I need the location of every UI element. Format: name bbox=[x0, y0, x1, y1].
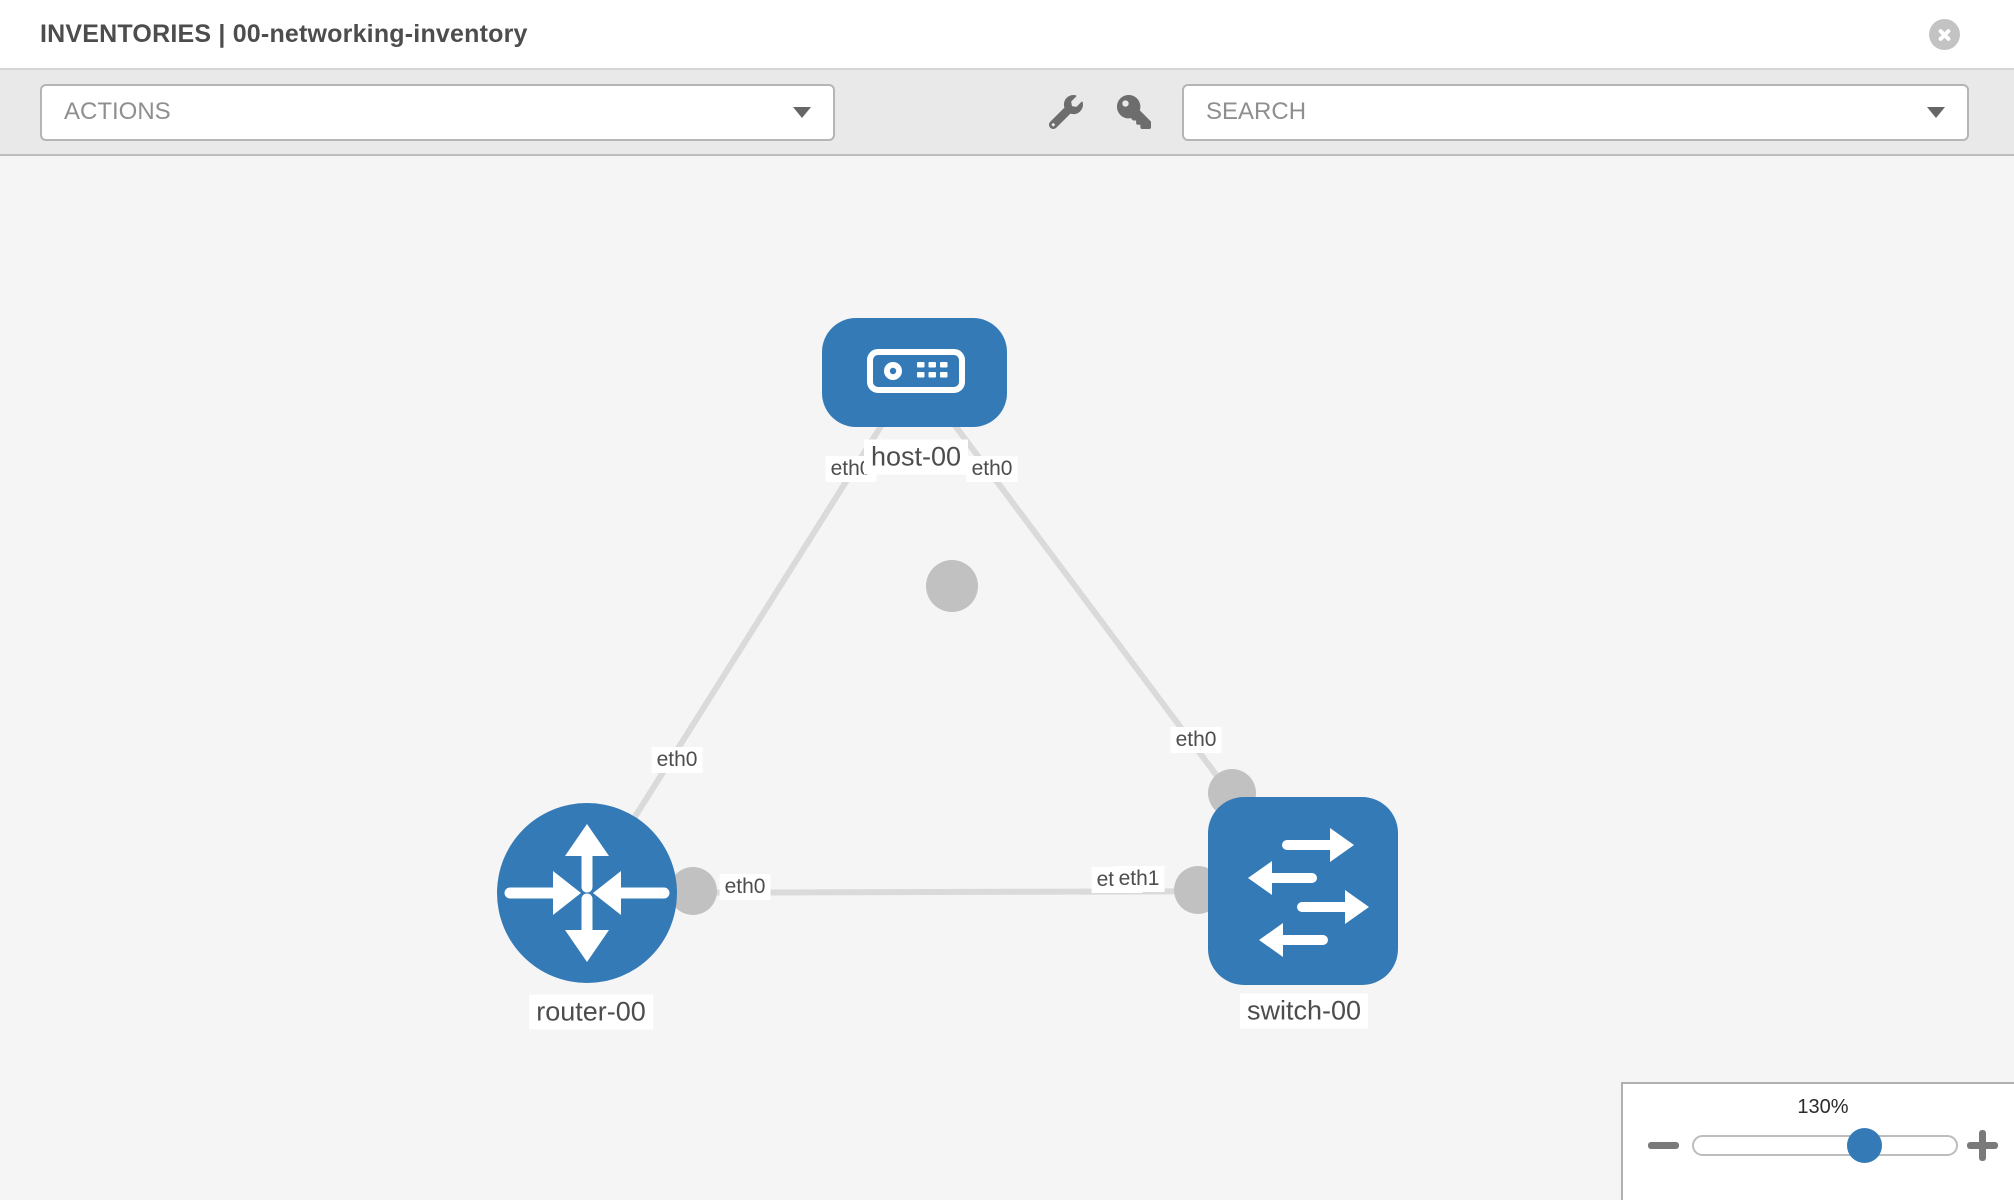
node-label-router: router-00 bbox=[529, 994, 653, 1030]
topology-canvas[interactable]: eth0 eth0 eth0 eth0 eth0 eth1 eth1 host-… bbox=[0, 156, 2014, 1200]
interface-label: eth1 bbox=[1113, 866, 1165, 892]
actions-dropdown-label: ACTIONS bbox=[64, 98, 171, 125]
host-icon bbox=[867, 349, 965, 393]
actions-dropdown[interactable]: ACTIONS bbox=[40, 83, 835, 141]
inventory-header: INVENTORIES | 00-networking-inventory bbox=[0, 0, 2014, 70]
page-title: INVENTORIES | 00-networking-inventory bbox=[40, 19, 528, 48]
switch-icon bbox=[1248, 828, 1369, 957]
close-icon[interactable] bbox=[1929, 18, 1960, 50]
zoom-out-minus-icon[interactable] bbox=[1648, 1142, 1679, 1149]
key-icon bbox=[1117, 95, 1151, 129]
zoom-slider-track[interactable] bbox=[1692, 1135, 1958, 1156]
interface-points bbox=[669, 560, 1256, 915]
node-switch-00[interactable] bbox=[1208, 797, 1398, 985]
zoom-slider-knob[interactable] bbox=[1847, 1128, 1882, 1163]
interface-label: eth0 bbox=[966, 456, 1018, 482]
router-icon bbox=[504, 824, 670, 962]
node-host-00[interactable] bbox=[822, 318, 1007, 427]
credentials-button[interactable] bbox=[1112, 90, 1156, 134]
zoom-in-plus-icon[interactable] bbox=[1967, 1130, 1998, 1161]
interface-circle-host-bottom[interactable] bbox=[926, 560, 978, 612]
chevron-down-icon bbox=[1927, 106, 1945, 118]
interface-label: eth0 bbox=[1170, 727, 1222, 753]
zoom-panel: 130% bbox=[1621, 1082, 2014, 1200]
chevron-down-icon bbox=[793, 106, 811, 118]
wrench-icon bbox=[1049, 95, 1083, 129]
topology-toolbar: ACTIONS SEARCH bbox=[0, 70, 2014, 156]
interface-circle-router-right[interactable] bbox=[669, 867, 717, 915]
interface-label: eth0 bbox=[651, 747, 703, 773]
zoom-level-value: 130% bbox=[1797, 1096, 1849, 1118]
search-dropdown-label: SEARCH bbox=[1206, 98, 1307, 125]
search-dropdown[interactable]: SEARCH bbox=[1182, 83, 1969, 141]
configure-button[interactable] bbox=[1044, 90, 1088, 134]
node-label-host: host-00 bbox=[863, 439, 969, 475]
interface-label: eth0 bbox=[719, 874, 771, 900]
node-label-switch: switch-00 bbox=[1239, 993, 1369, 1029]
node-router-00[interactable] bbox=[497, 803, 677, 983]
topology-graph bbox=[497, 318, 1398, 985]
